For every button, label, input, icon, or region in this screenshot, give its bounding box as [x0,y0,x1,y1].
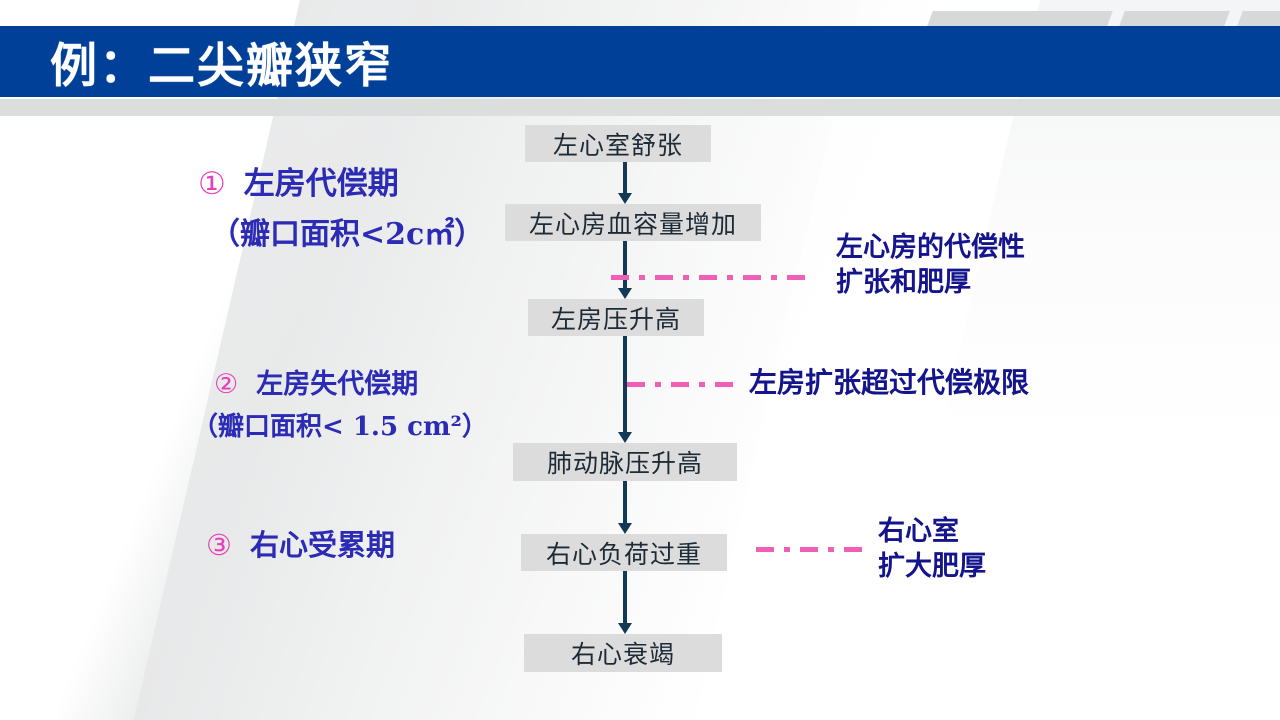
decorative-tab-2 [1119,11,1230,26]
annotation-right-ventricle-hypertrophy: 右心室 扩大肥厚 [878,515,986,584]
stage-2-subtitle: （瓣口面积< 1.5 cm²） [192,412,488,442]
stage-1-number: ① [198,166,226,202]
stage-2-title: 左房失代偿期 [256,369,419,400]
connector-dashdot-2 [627,382,739,387]
stage-3-title: 右心受累期 [250,528,396,562]
connector-dashdot-3 [756,547,868,552]
stage-3-row: ③ 右心受累期 [206,522,395,564]
banner-underline [0,99,1280,116]
annotation-3-line-1: 右心室 [878,516,959,547]
decorative-tab-1 [927,11,1113,26]
annotation-1-line-2: 扩张和肥厚 [836,266,971,298]
annotation-left-atrial-compensation: 左心房的代偿性 扩张和肥厚 [836,231,1025,300]
annotation-1-line-1: 左心房的代偿性 [836,232,1025,263]
stage-3-number: ③ [206,528,232,562]
stage-label-1: ① 左房代偿期 （瓣口面积<2c㎡） [198,158,484,253]
annotation-3-line-2: 扩大肥厚 [878,550,986,582]
stage-1-row: ① 左房代偿期 [198,158,484,203]
title-banner [0,26,1280,97]
annotation-left-atrium-beyond-limit: 左房扩张超过代偿极限 [749,365,1029,401]
annotation-2-line-1: 左房扩张超过代偿极限 [749,366,1030,399]
flow-node-left-atrial-pressure-rise: 左房压升高 [528,299,704,336]
stage-1-title: 左房代偿期 [243,166,399,202]
stage-2-row: ② 左房失代偿期 [214,362,488,401]
flow-node-left-atrial-volume-increase: 左心房血容量增加 [505,204,761,241]
connector-dashdot-1 [611,275,809,280]
flow-node-right-heart-overload: 右心负荷过重 [521,534,727,571]
stage-1-subtitle: （瓣口面积<2c㎡） [210,217,485,252]
stage-label-3: ③ 右心受累期 [206,522,395,564]
decorative-tab-3 [1237,11,1280,26]
stage-2-number: ② [214,369,239,400]
stage-label-2: ② 左房失代偿期 （瓣口面积< 1.5 cm²） [192,362,488,443]
slide-title: 例：二尖瓣狭窄 [50,39,393,94]
flow-node-pulmonary-artery-pressure-rise: 肺动脉压升高 [513,443,737,481]
flow-node-left-ventricle-diastole: 左心室舒张 [525,125,711,162]
flow-node-right-heart-failure: 右心衰竭 [524,634,722,672]
